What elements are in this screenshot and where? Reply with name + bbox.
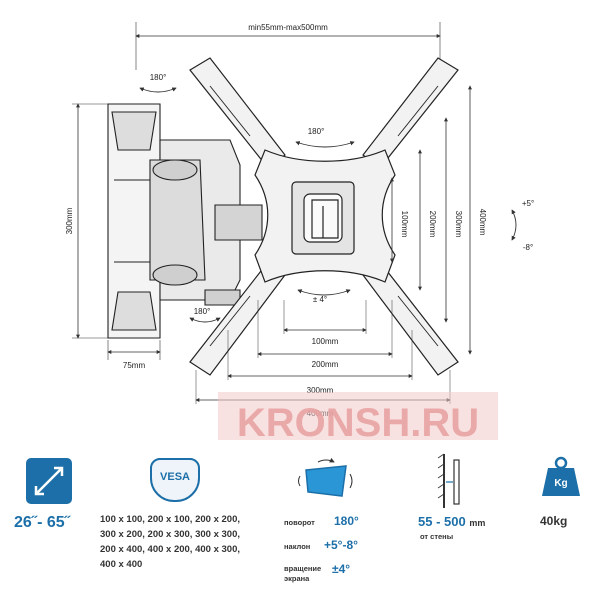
vesa-v-100-label: 100mm [400,211,409,238]
width-dimension: min55mm-max500mm [135,22,441,70]
rotation-label-line2: экрана [284,574,310,583]
vesa-badge: VESA [150,458,200,502]
vesa-plate [189,57,459,376]
vesa-sizes-list: 100 x 100, 200 x 100, 200 x 200, 300 x 2… [100,512,240,572]
weight-value: 40kg [540,514,568,528]
wall-depth-dimension: 75mm [107,340,161,370]
vesa-sizes-line: 400 x 400 [100,559,143,570]
wall-height-label: 300mm [65,207,74,234]
vesa-vertical-dimensions [390,85,472,355]
vesa-h-200-label: 200mm [312,360,339,369]
screen-size-value: 26˝- 65˝ [14,514,71,531]
vesa-v-400-label: 400mm [478,209,487,236]
vesa-h-100-label: 100mm [312,337,339,346]
watermark-band [218,392,498,440]
weight-icon: Kg [538,454,584,500]
screen-rotate-label: ± 4° [313,295,327,304]
vesa-sizes-line: 300 x 200, 200 x 300, 300 x 300, [100,529,240,540]
wall-height-dimension: 300mm [65,103,108,339]
wall-distance-number: 55 - 500 [418,514,466,529]
arm-slots [209,85,439,347]
vesa-sizes-line: 200 x 400, 400 x 200, 400 x 300, [100,544,240,555]
rotation-indicators [139,87,517,323]
rotate-bottom-label: 180° [194,307,211,316]
width-range-label: min55mm-max500mm [248,23,328,32]
swivel-label: поворот [284,518,315,527]
wall-distance-icon [436,450,472,512]
watermark-text: KRONSH.RU [237,401,479,440]
weight-badge-text: Kg [554,478,568,489]
tilt-value: +5°-8° [324,538,358,552]
vesa-sizes-line: 100 x 100, 200 x 100, 200 x 200, [100,514,240,525]
swivel-value: 180° [334,514,359,528]
vesa-h-300-label: 300mm [307,386,334,395]
wall-distance-value: 55 - 500 mm [418,514,485,529]
screen-size-icon [26,458,72,504]
vesa-v-300-label: 300mm [454,211,463,238]
rotation-label-line1: вращение [284,564,322,573]
rotation-value: ±4° [332,562,351,576]
wall-distance-label: от стены [420,532,454,541]
vesa-v-200-label: 200mm [428,211,437,238]
rotate-center-label: 180° [308,127,325,136]
swing-arm [149,139,263,306]
mount-diagram: min55mm-max500mm [65,22,534,440]
spec-strip: 26˝- 65˝ VESA 100 x 100, 200 x 100, 200 … [0,440,600,600]
tilt-down-label: -8° [523,243,533,252]
vesa-badge-text: VESA [160,471,190,483]
wall-depth-label: 75mm [123,361,146,370]
rotate-top-label: 180° [150,73,167,82]
wall-plate [107,103,161,339]
wall-distance-unit: mm [469,518,486,528]
tilt-up-label: +5° [522,199,534,208]
motion-icon [296,456,358,506]
tilt-label: наклон [284,542,311,551]
